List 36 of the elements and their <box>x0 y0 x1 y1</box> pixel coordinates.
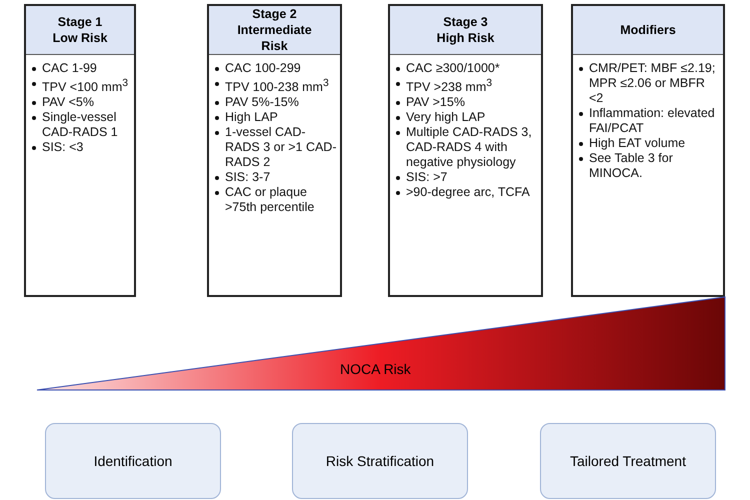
list-text: CAC 100-299 <box>225 61 301 75</box>
list-text: High LAP <box>225 110 278 124</box>
list-text: Multiple CAD-RADS 3, CAD-RADS 4 with negative physiology <box>406 125 532 170</box>
list-text: PAV 5%-15% <box>225 95 299 110</box>
list-text: CMR/PET: MBF ≤2.19; MPR ≤2.06 or MBFR <2 <box>589 61 716 105</box>
list-text: 1-vessel CAD-RADS 3 or >1 CAD-RADS 2 <box>225 125 336 170</box>
step-box: Identification <box>45 423 221 499</box>
list-text: PAV >15% <box>406 95 465 110</box>
stage-card <box>571 4 725 297</box>
list-text: TPV 100-238 mm$^{3}$ <box>225 80 329 94</box>
list-text: SIS: <3 <box>42 140 84 154</box>
list-text: CAC ≥300/1000* <box>406 61 500 75</box>
card-title: Stage 1 Low Risk <box>52 14 108 46</box>
wedge-label: NOCA Risk <box>340 361 411 377</box>
list-text: High EAT volume <box>589 136 686 150</box>
list-text: See Table 3 for MINOCA. <box>589 151 673 180</box>
list-text: SIS: 3-7 <box>225 170 270 184</box>
list-text: CAC 1-99 <box>42 61 97 75</box>
list-text: SIS: >7 <box>406 170 448 184</box>
stage-card <box>207 4 342 297</box>
list-text: PAV <5% <box>42 95 94 110</box>
card-title: Modifiers <box>620 22 676 38</box>
card-title: Stage 3 High Risk <box>436 14 496 46</box>
list-text: Very high LAP <box>406 110 486 124</box>
stage-card <box>24 4 136 297</box>
risk-gradient-wedge <box>36 296 726 390</box>
list-text: TPV <100 mm$^{3}$ <box>42 80 128 94</box>
list-text: Single-vessel CAD-RADS 1 <box>42 110 118 140</box>
step-box: Tailored Treatment <box>540 423 716 499</box>
list-text: Inflammation: elevated FAI/PCAT <box>589 106 715 135</box>
list-text: TPV >238 mm$^{3}$ <box>406 80 492 94</box>
step-box: Risk Stratification <box>292 423 468 499</box>
list-text: >90-degree arc, TCFA <box>406 185 530 200</box>
list-text: CAC or plaque >75th percentile <box>225 185 314 214</box>
stage-card <box>388 4 543 297</box>
card-title: Stage 2 Intermediate Risk <box>236 6 313 54</box>
